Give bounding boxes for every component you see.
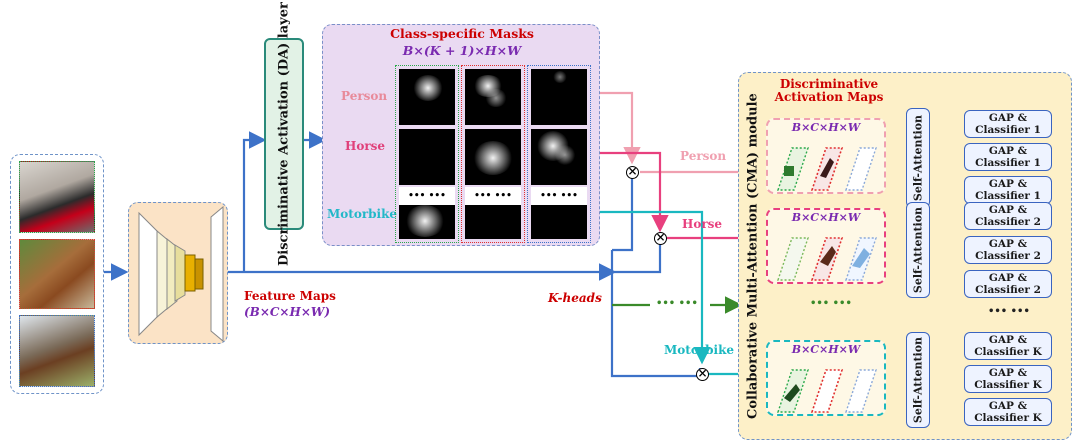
mask-column-image-2 [461, 65, 525, 243]
otimes-icon: × [654, 230, 667, 245]
classifier-dots: ••• ••• [988, 306, 1030, 317]
input-image-horse-rider [19, 239, 95, 309]
backbone-layers-icon [138, 205, 224, 343]
gap-classifier-1b: GAP & Classifier 1 [964, 143, 1052, 171]
mask-person-2 [465, 69, 521, 125]
branch-label-motorbike: Motorbike [664, 343, 735, 357]
gap-classifier-2a: GAP & Classifier 2 [964, 202, 1052, 230]
self-attention-label: Self-Attention [911, 114, 925, 202]
gap-classifier-1a: GAP & Classifier 1 [964, 110, 1052, 138]
mask-dots-3: ••• ••• [531, 187, 587, 205]
gap-classifier-kc: GAP & Classifier K [964, 398, 1052, 426]
mask-column-image-3 [527, 65, 591, 243]
self-attention-block-3: Self-Attention [906, 332, 930, 428]
masks-title: Class-specific Masks [390, 26, 534, 41]
gap-classifier-2b: GAP & Classifier 2 [964, 236, 1052, 264]
mask-column-image-1 [395, 65, 459, 243]
otimes-icon: × [626, 164, 639, 179]
branch-label-horse: Horse [682, 217, 723, 231]
gap-classifier-ka: GAP & Classifier K [964, 332, 1052, 360]
activation-maps-motorbike-icon [777, 369, 877, 413]
self-attention-label: Self-Attention [911, 336, 925, 424]
masks-dim: B×(K + 1)×H×W [402, 43, 522, 58]
gap-classifier-2c: GAP & Classifier 2 [964, 270, 1052, 298]
mask-horse-1 [399, 129, 455, 185]
feature-maps-label: Feature Maps [244, 289, 336, 303]
class-specific-masks-panel: Class-specific Masks B×(K + 1)×H×W Perso… [322, 24, 600, 246]
branch-label-person: Person [680, 149, 727, 163]
mask-motorbike-2 [465, 205, 521, 239]
self-attention-label: Self-Attention [911, 206, 925, 294]
mask-row-label-motorbike: Motorbike [327, 207, 398, 221]
mask-dots-2: ••• ••• [465, 187, 521, 205]
mask-row-label-horse: Horse [345, 139, 386, 153]
feature-maps-dim: (B×C×H×W) [244, 305, 331, 319]
da-layer-box: Discriminative Activation (DA) layer [264, 2, 304, 266]
cma-dots-middle: ••• ••• [810, 298, 852, 309]
otimes-icon: × [696, 366, 709, 381]
input-image-person-motorbike [19, 161, 95, 233]
branch-dots: ••• ••• [656, 298, 698, 309]
activation-maps-horse-icon [777, 237, 877, 281]
input-images-panel [10, 154, 104, 394]
mask-row-label-person: Person [341, 89, 388, 103]
gap-classifier-1c: GAP & Classifier 1 [964, 176, 1052, 204]
gap-classifier-kb: GAP & Classifier K [964, 365, 1052, 393]
activation-maps-person-icon [777, 147, 877, 191]
group-dim: B×C×H×W [791, 211, 861, 224]
k-heads-label: K-heads [548, 291, 602, 305]
mask-motorbike-3 [531, 205, 587, 239]
mask-person-1 [399, 69, 455, 125]
self-attention-block-1: Self-Attention [906, 108, 930, 208]
mask-motorbike-1 [399, 205, 455, 239]
self-attention-block-2: Self-Attention [906, 202, 930, 298]
mask-horse-2 [465, 129, 521, 185]
group-dim: B×C×H×W [791, 343, 861, 356]
da-layer-label: Discriminative Activation (DA) layer [276, 2, 292, 266]
cma-module-label: Collaborative Multi-Attention (CMA) modu… [745, 93, 761, 419]
mask-dots-1: ••• ••• [399, 187, 455, 205]
mask-person-3 [531, 69, 587, 125]
input-image-horse [19, 315, 95, 387]
mask-horse-3 [531, 129, 587, 185]
backbone-network [128, 202, 228, 344]
group-dim: B×C×H×W [791, 121, 861, 134]
dam-title: Discriminative Activation Maps [774, 77, 884, 105]
